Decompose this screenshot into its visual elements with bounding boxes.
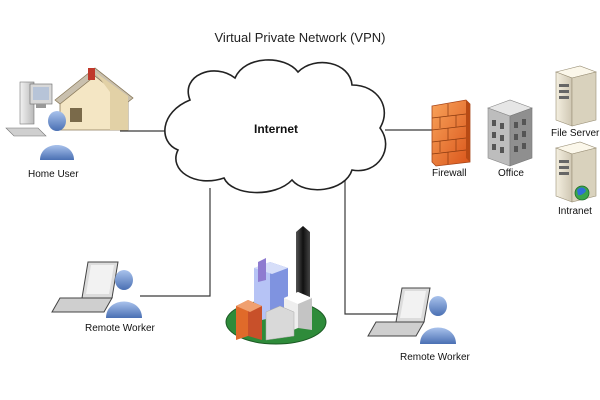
link-remote-worker-left [140,188,211,297]
laptop-icon [367,287,431,337]
file-server-label: File Server [551,128,600,139]
city-buildings-icon [225,226,327,345]
remote-worker-right-label: Remote Worker [400,352,470,363]
firewall-icon [431,99,471,167]
user-icon [420,296,456,344]
desktop-computer-icon [5,81,53,137]
home-user-label: Home User [28,169,79,180]
server-icon [554,65,598,127]
globe-icon [574,185,590,201]
connection-lines [120,129,432,315]
user-icon [40,111,74,160]
house-icon [54,67,134,131]
office-label: Office [498,168,524,179]
user-icon [106,270,142,318]
intranet-label: Intranet [558,206,592,217]
internet-label: Internet [253,122,298,136]
office-building-icon [487,99,533,167]
link-remote-worker-right [344,178,400,315]
diagram-title: Virtual Private Network (VPN) [214,30,386,45]
laptop-icon [51,261,119,313]
remote-worker-left-label: Remote Worker [85,323,155,334]
firewall-label: Firewall [432,168,467,179]
internet-cloud [164,59,387,194]
